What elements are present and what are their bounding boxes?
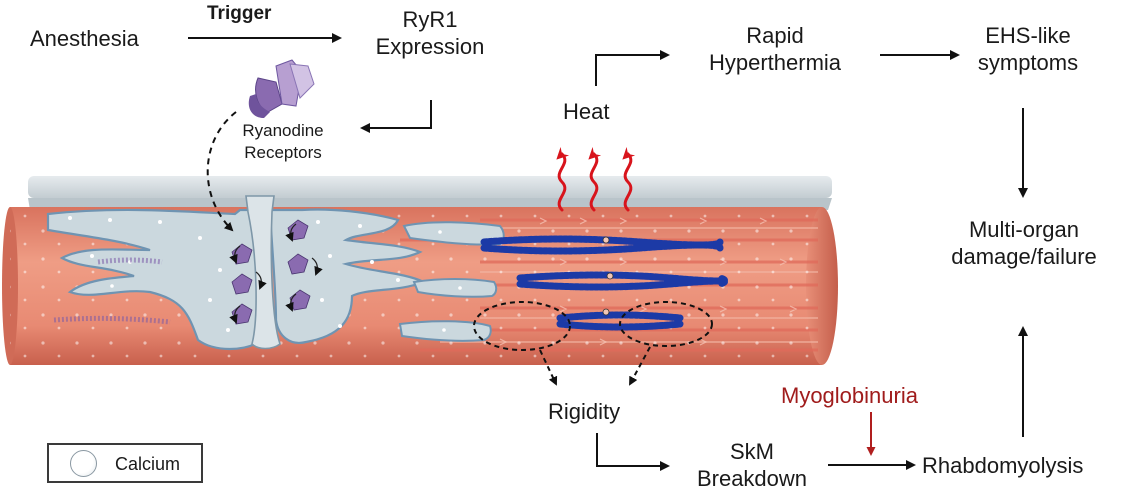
heat-label: Heat xyxy=(563,99,610,124)
multiorgan-line1: Multi-organ xyxy=(968,217,1080,242)
arrow-ryr1-to-receptors xyxy=(360,100,432,133)
dashed-ellipse-right xyxy=(619,301,713,347)
hyperthermia-line1: Rapid xyxy=(746,23,804,48)
hyperthermia-line2: Hyperthermia xyxy=(708,50,842,75)
multi-organ-label: Multi-organ damage/failure xyxy=(938,216,1110,270)
calcium-release-arrows xyxy=(229,223,323,324)
ryr1-line2: Expression xyxy=(375,34,485,59)
sarcolemma-membrane xyxy=(28,176,832,210)
ehs-line1: EHS-like xyxy=(985,23,1071,48)
sarcoplasmic-reticulum xyxy=(46,195,505,350)
multiorgan-line2: damage/failure xyxy=(951,244,1097,269)
calcium-ion-icon xyxy=(70,450,97,477)
anesthesia-label: Anesthesia xyxy=(30,26,139,51)
rapid-hyperthermia-label: Rapid Hyperthermia xyxy=(680,22,870,76)
rhabdomyolysis-label: Rhabdomyolysis xyxy=(922,453,1084,478)
ryr1-line1: RyR1 xyxy=(402,7,458,32)
dashed-ellipse-left xyxy=(473,301,571,351)
skm-line1: SkM xyxy=(730,439,774,464)
ehs-symptoms-label: EHS-like symptoms xyxy=(963,22,1093,76)
trigger-label: Trigger xyxy=(207,3,272,24)
dashed-arrow-receptor-to-sr xyxy=(206,111,237,232)
rigidity-highlight xyxy=(473,301,713,386)
myofilaments xyxy=(53,235,728,331)
heat-arrows xyxy=(556,146,636,212)
arrow-heat-to-hyperthermia xyxy=(595,50,670,86)
ryr1-expression-label: RyR1 Expression xyxy=(355,6,505,60)
skm-breakdown-label: SkM Breakdown xyxy=(680,438,824,492)
ryanodine-receptors-label: Ryanodine Receptors xyxy=(218,120,348,164)
rigidity-label: Rigidity xyxy=(548,399,621,424)
flow-arrows xyxy=(188,33,1028,471)
myoglobinuria-label: Myoglobinuria xyxy=(781,383,918,408)
ryanodine-line2: Receptors xyxy=(244,143,322,162)
calcium-legend: Calcium xyxy=(47,443,203,483)
ehs-line2: symptoms xyxy=(977,50,1079,75)
ryanodine-line1: Ryanodine xyxy=(242,121,324,140)
ryanodine-receptor-icon xyxy=(248,59,315,118)
calcium-legend-label: Calcium xyxy=(115,454,181,474)
skm-line2: Breakdown xyxy=(696,466,808,491)
arrow-rigidity-to-skm xyxy=(596,433,670,471)
